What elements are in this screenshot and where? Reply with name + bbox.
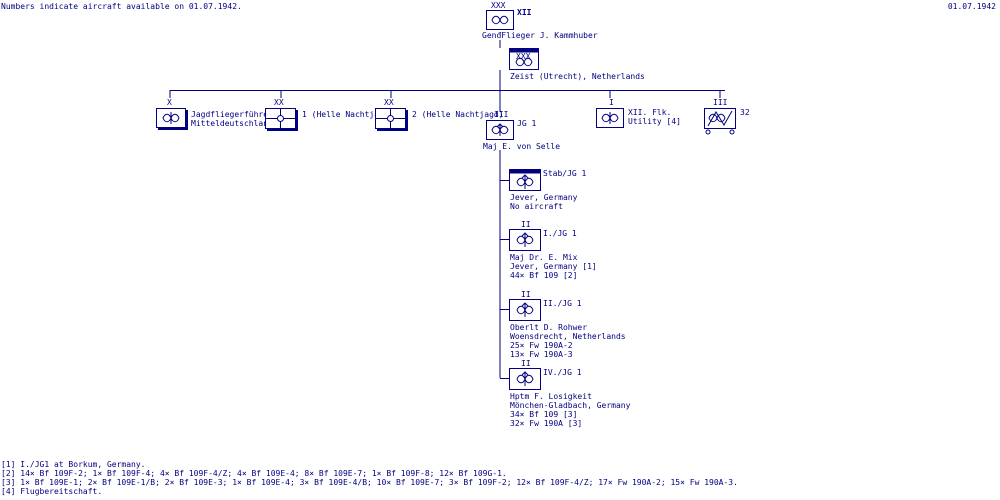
- branch-label-2: Utility [4]: [628, 117, 681, 126]
- unit-detail: Jever, Germany: [510, 193, 578, 202]
- footnote: [3] 1× Bf 109E-1; 2× Bf 109E-1/B; 2× Bf …: [1, 478, 738, 487]
- searchlight-icon: [375, 108, 408, 131]
- fighter-group-icon: [509, 299, 541, 321]
- unit-size-mark: II: [521, 359, 531, 368]
- fighter-group-icon: [509, 368, 541, 390]
- hq-icon: [509, 48, 539, 70]
- unit-detail: 25× Fw 190A-2: [510, 341, 573, 350]
- branch-size-mark: X: [167, 98, 172, 107]
- branch-label: 32: [740, 108, 750, 117]
- jg1-commander: Maj E. von Selle: [483, 142, 561, 151]
- branch-size-mark: XX: [384, 98, 394, 107]
- unit-detail: No aircraft: [510, 202, 563, 211]
- fighter-wing-icon: [486, 120, 514, 140]
- fighter-command-icon: [486, 10, 514, 30]
- branch-label: XII. Flk.: [628, 108, 672, 117]
- unit-detail: Oberlt D. Rohwer: [510, 323, 588, 332]
- footnote: [2] 14× Bf 109F-2; 1× Bf 109F-4; 4× Bf 1…: [1, 469, 507, 478]
- branch-size-mark: III: [713, 98, 728, 107]
- unit-detail: Mönchen-Gladbach, Germany: [510, 401, 631, 410]
- footnote: [1] I./JG1 at Borkum, Germany.: [1, 460, 146, 469]
- unit-detail: 13× Fw 190A-3: [510, 350, 573, 359]
- fighter-hq-icon: [156, 108, 188, 130]
- top-designation: XII: [517, 8, 532, 17]
- branch-size-mark: I: [609, 98, 614, 107]
- branch-label: 1 (Helle Nachtjagd): [302, 110, 394, 119]
- unit-name: Stab/JG 1: [543, 169, 587, 178]
- unit-name: I./JG 1: [543, 229, 577, 238]
- unit-name: IV./JG 1: [543, 368, 582, 377]
- hq-location: Zeist (Utrecht), Netherlands: [510, 72, 645, 81]
- signals-icon: [704, 108, 736, 135]
- branch-label: Jagdfliegerführer: [191, 110, 273, 119]
- fighter-group-icon: [509, 229, 541, 251]
- size-mark: XXX: [491, 1, 506, 10]
- staff-fighter-icon: [509, 169, 541, 191]
- branch-size-mark: III: [494, 110, 509, 119]
- unit-detail: Hptm F. Losigkeit: [510, 392, 592, 401]
- utility-aircraft-icon: [596, 108, 624, 128]
- unit-detail: Woensdrecht, Netherlands: [510, 332, 626, 341]
- top-commander: GenđFlieger J. Kammhuber: [482, 31, 598, 40]
- unit-detail: Jever, Germany [1]: [510, 262, 597, 271]
- unit-size-mark: II: [521, 220, 531, 229]
- unit-detail: Maj Dr. E. Mix: [510, 253, 578, 262]
- hq-size-mark: XXX: [516, 52, 531, 61]
- unit-detail: 32× Fw 190A [3]: [510, 419, 583, 428]
- header-date: 01.07.1942: [947, 2, 996, 11]
- unit-detail: 44× Bf 109 [2]: [510, 271, 578, 280]
- unit-name: II./JG 1: [543, 299, 582, 308]
- branch-label: JG 1: [517, 119, 537, 128]
- branch-size-mark: XX: [274, 98, 284, 107]
- branch-label: 2 (Helle Nachtjagd): [412, 110, 504, 119]
- unit-size-mark: II: [521, 290, 531, 299]
- header-note: Numbers indicate aircraft available on 0…: [1, 2, 242, 11]
- unit-detail: 34× Bf 109 [3]: [510, 410, 578, 419]
- searchlight-icon: [265, 108, 298, 131]
- branch-label-2: Mitteldeutschland: [191, 119, 273, 128]
- footnote: [4] Flugbereitschaft.: [1, 487, 103, 496]
